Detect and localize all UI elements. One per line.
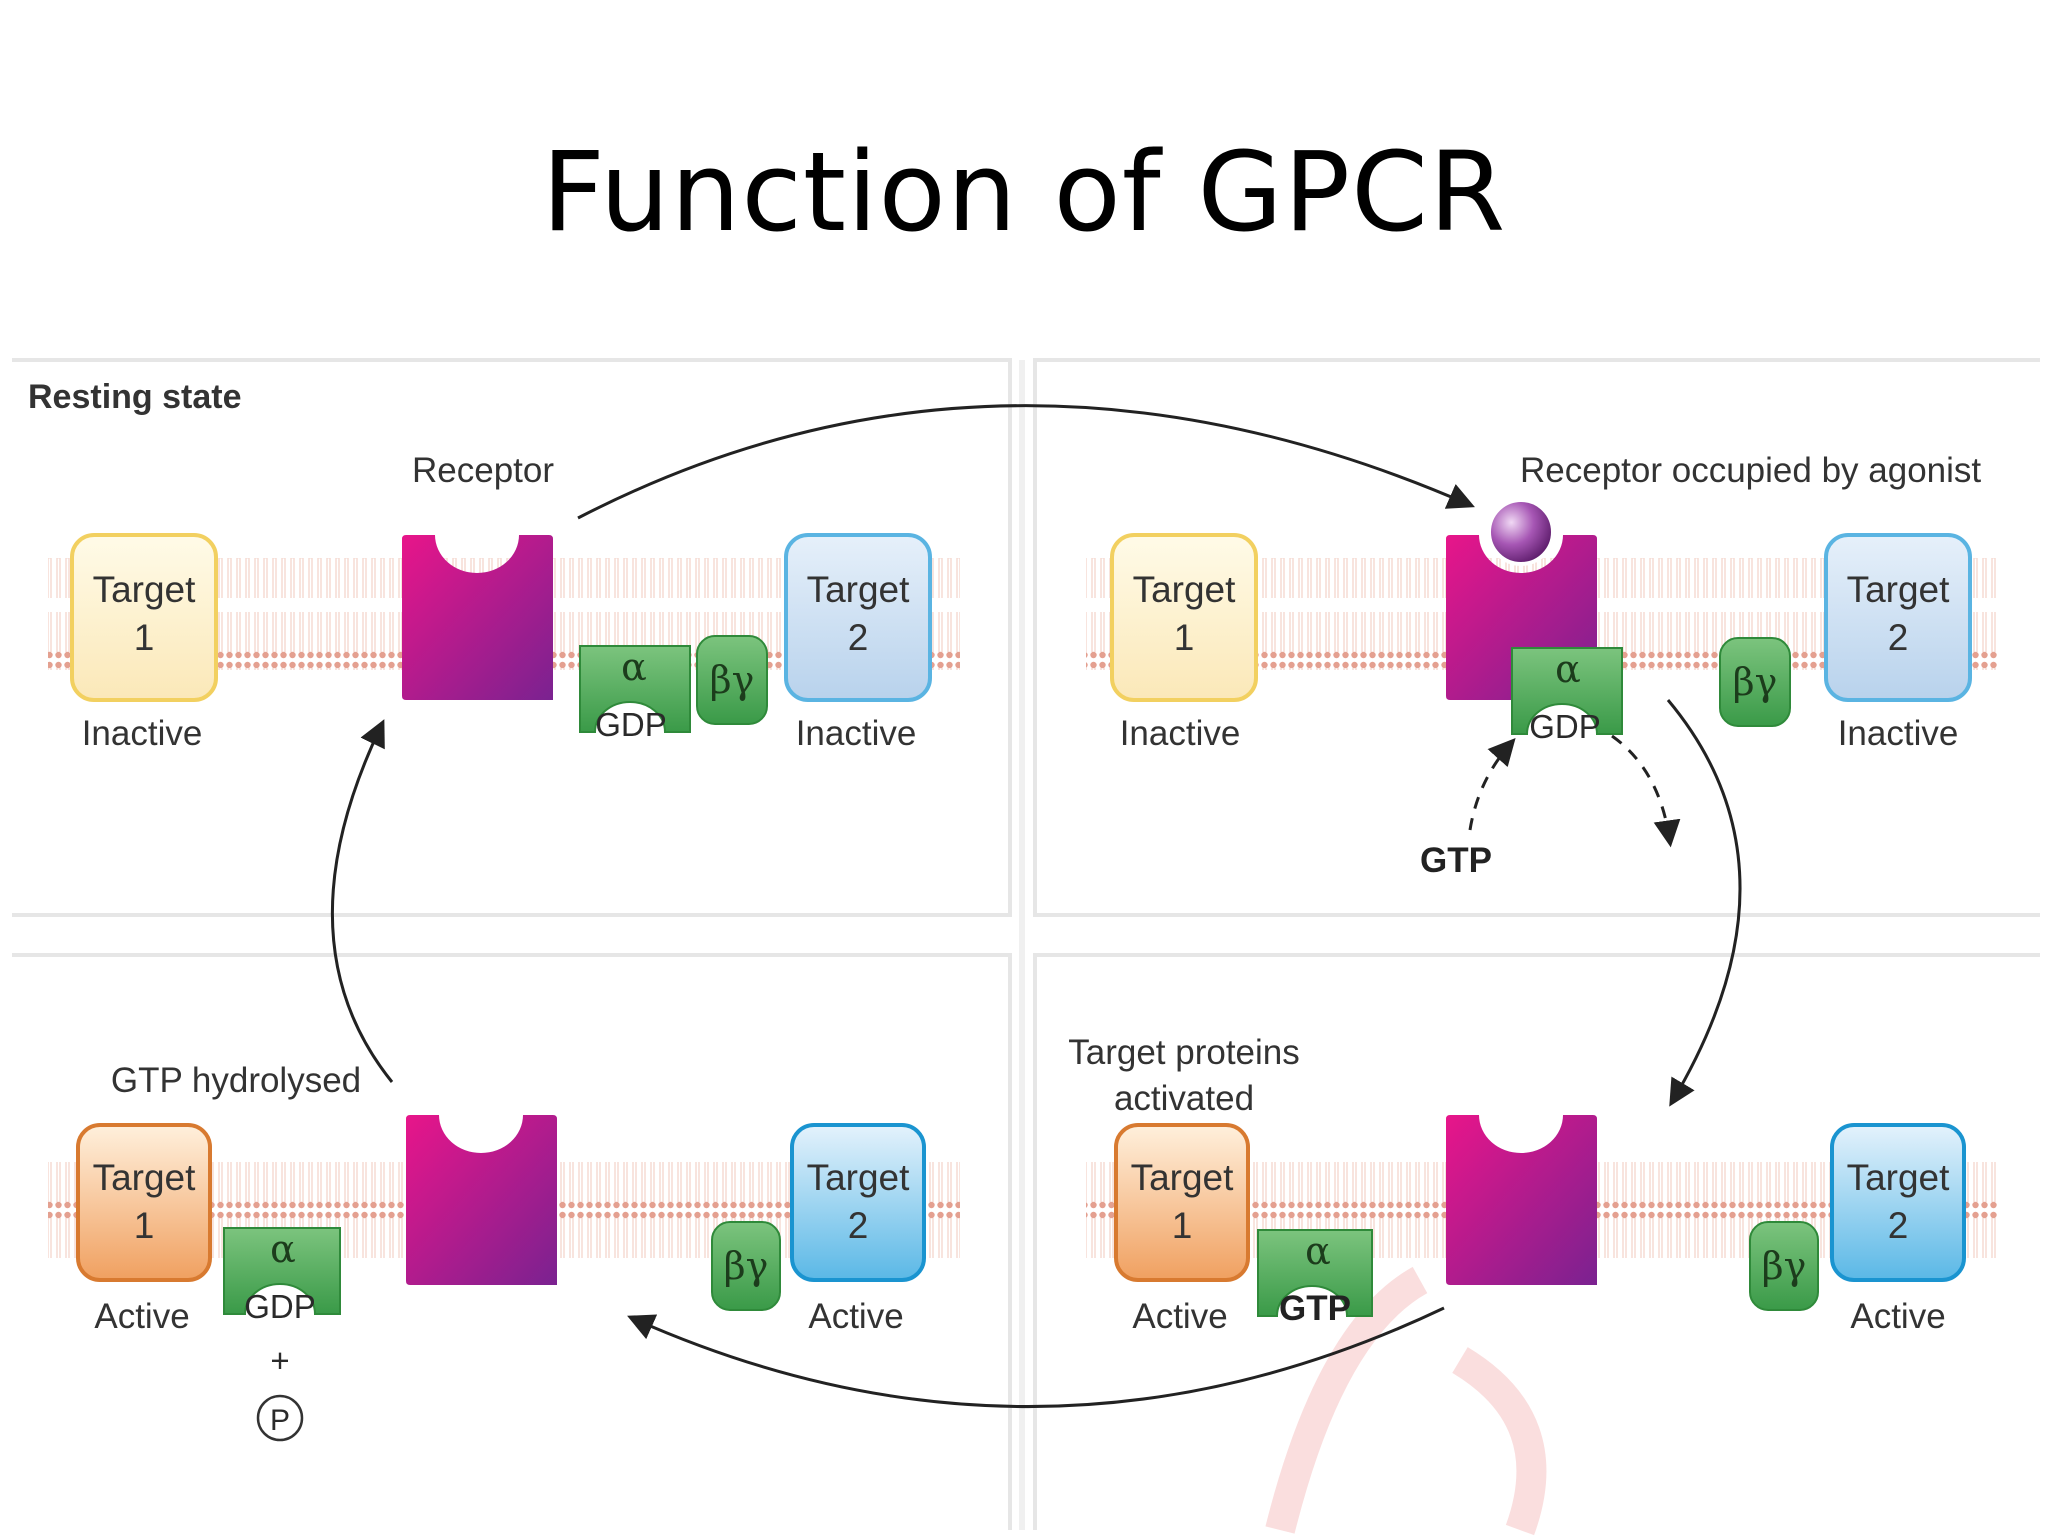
target1-resting: Target 1 [70,533,218,702]
alpha-activated: α [1305,1229,1331,1273]
target2-agonist-line1: Target [1847,569,1951,610]
g-betagamma-activated: βγ [1749,1221,1819,1311]
target2-agonist-status: Inactive [1838,714,1959,753]
hydrolysed-caption: GTP hydrolysed [111,1061,361,1100]
target2-resting-line2: 2 [848,617,869,658]
gdp-hydrolysed: GDP [244,1288,316,1325]
arrow-hydrolysed-to-resting [330,719,394,1083]
g-betagamma-hydrolysed: βγ [711,1221,781,1311]
target2-hydrolysed: Target 2 [790,1123,926,1282]
panel-resting [12,358,1012,917]
alpha-agonist: α [1555,647,1581,691]
target1-agonist: Target 1 [1110,533,1258,702]
betagamma-resting: βγ [710,658,755,702]
target1-activated-line2: 1 [1172,1205,1193,1246]
target2-hydrolysed-line2: 2 [848,1205,869,1246]
target2-resting-status: Inactive [796,714,917,753]
gdp-out-arrow [1611,734,1681,848]
betagamma-activated: βγ [1762,1244,1807,1288]
agonist-ligand [1487,498,1555,566]
resting-heading: Resting state [28,378,242,416]
g-alpha-hydrolysed: α GDP [223,1227,341,1325]
target1-hydrolysed: Target 1 [76,1123,212,1282]
betagamma-hydrolysed: βγ [724,1244,769,1288]
target1-hydrolysed-line1: Target [93,1157,197,1198]
alpha-hydrolysed: α [270,1227,296,1271]
plus-sign: + [270,1342,289,1379]
target1-resting-status: Inactive [82,714,203,753]
target1-hydrolysed-line2: 1 [134,1205,155,1246]
target1-activated-status: Active [1132,1297,1227,1336]
gtp-activated: GTP [1279,1289,1351,1328]
target2-resting-line1: Target [807,569,911,610]
target2-resting: Target 2 [784,533,932,702]
g-betagamma-agonist: βγ [1719,637,1791,727]
target1-resting-line2: 1 [134,617,155,658]
g-alpha-activated: α GTP [1257,1229,1373,1328]
activated-caption-line2: activated [1114,1079,1254,1118]
receptor-label: Receptor [412,451,554,490]
target2-agonist: Target 2 [1824,533,1972,702]
arrow-agonist-to-activated [1666,699,1742,1107]
target1-hydrolysed-status: Active [94,1297,189,1336]
panel-activated [1033,953,2040,1530]
g-alpha-resting: α GDP [579,645,691,743]
activated-caption-line1: Target proteins [1068,1033,1300,1072]
betagamma-agonist: βγ [1733,660,1778,704]
target1-agonist-line2: 1 [1174,617,1195,658]
target1-activated: Target 1 [1114,1123,1250,1282]
target2-activated-status: Active [1850,1297,1945,1336]
slide-title: Function of GPCR [541,128,1507,256]
receptor-hydrolysed [406,1115,557,1285]
target2-activated-line2: 2 [1888,1205,1909,1246]
target2-agonist-line2: 2 [1888,617,1909,658]
arrow-resting-to-agonist [577,404,1475,520]
alpha-resting: α [621,645,647,689]
arrow-activated-to-hydrolysed [627,1306,1445,1408]
gtp-in-arrow [1468,737,1516,831]
target1-resting-line1: Target [93,569,197,610]
target2-hydrolysed-status: Active [808,1297,903,1336]
gtp-incoming: GTP [1420,841,1492,880]
target2-activated-line1: Target [1847,1157,1951,1198]
target1-activated-line1: Target [1131,1157,1235,1198]
target1-agonist-line1: Target [1133,569,1237,610]
phosphate-label: P [270,1404,290,1437]
panel-agonist [1033,358,2040,917]
g-alpha-agonist: α GDP [1511,647,1623,745]
agonist-receptor-label: Receptor occupied by agonist [1520,451,1981,490]
target2-activated: Target 2 [1830,1123,1966,1282]
target1-agonist-status: Inactive [1120,714,1241,753]
target2-hydrolysed-line1: Target [807,1157,911,1198]
gdp-resting: GDP [595,706,667,743]
receptor-resting [402,535,553,700]
g-betagamma-resting: βγ [696,635,768,725]
panel-hydrolysed [12,953,1012,1530]
phosphate-icon: P [256,1394,304,1442]
gdp-agonist: GDP [1529,708,1601,745]
receptor-activated [1446,1115,1597,1285]
